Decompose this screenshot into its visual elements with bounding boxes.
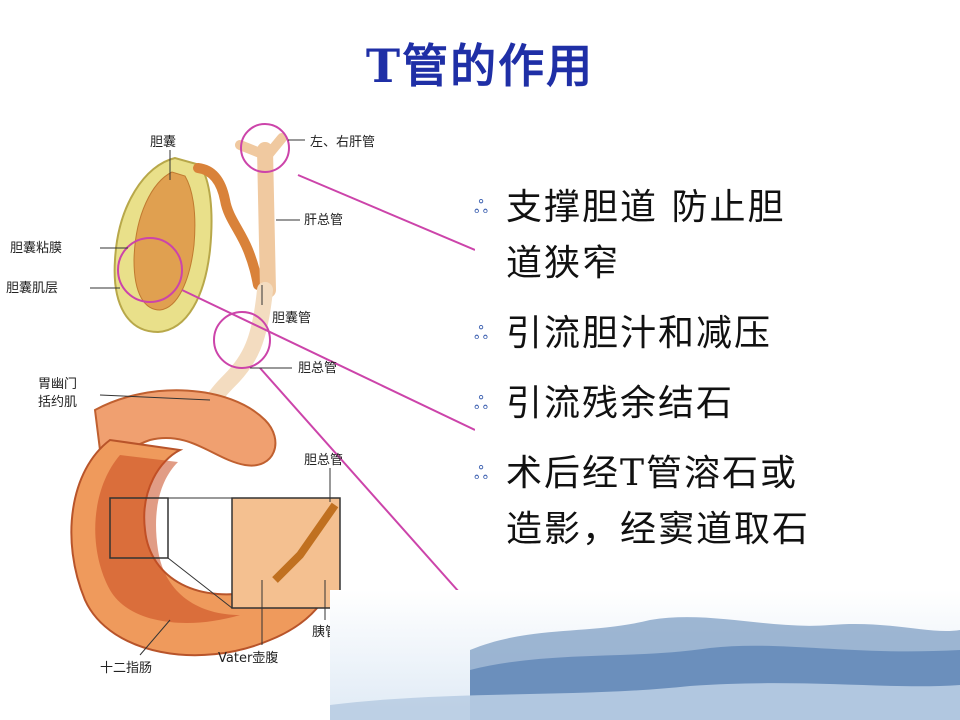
label-pylorus-1: 胃幽门 — [38, 377, 77, 392]
callout-circle-gallbladder — [117, 237, 183, 303]
bullet-text-line: 引流残余结石 — [506, 383, 735, 424]
callout-line-2 — [181, 289, 475, 431]
biliary-anatomy-diagram: 胆囊 左、右肝管 胆囊粘膜 胆囊肌层 肝总管 胆囊管 胆总管 胃幽门 括约肌 胆… — [0, 110, 475, 680]
callout-line-3 — [259, 367, 475, 611]
label-vater: Vater壶腹 — [218, 650, 278, 666]
label-pylorus-2: 括约肌 — [38, 395, 77, 410]
label-gallbladder: 胆囊 — [150, 134, 176, 150]
hepatic-branch-right — [263, 133, 287, 160]
label-hepatic-ducts: 左、右肝管 — [310, 135, 375, 150]
duodenum-small-box — [109, 497, 169, 559]
bullet-text-line: 术后经T管溶石或 — [506, 453, 799, 494]
bullet-swirl-icon: ஃ — [474, 323, 491, 344]
leader-pylorus — [99, 394, 211, 401]
inset-connector-bottom — [167, 557, 233, 609]
label-duodenum: 十二指肠 — [100, 661, 152, 676]
leader-duodenum — [139, 619, 171, 656]
hepatic-branch-left — [235, 140, 270, 160]
vater-inset-box — [231, 497, 341, 609]
callout-circle-hepatic — [240, 123, 290, 173]
bullet-swirl-icon: ஃ — [474, 197, 491, 218]
bullet-text-line: 造影，经窦道取石 — [506, 509, 811, 550]
label-muscle: 胆囊肌层 — [6, 280, 58, 296]
bullet-item: ஃ 支撑胆道 防止胆 道狭窄 — [470, 180, 950, 292]
bullet-swirl-icon: ஃ — [474, 393, 491, 414]
label-common-bile: 胆总管 — [298, 361, 337, 376]
bullet-text-line: 引流胆汁和减压 — [506, 313, 773, 354]
bullet-item: ஃ 引流胆汁和减压 — [470, 306, 950, 362]
bullet-item: ஃ 引流残余结石 — [470, 376, 950, 432]
slide-title: T管的作用 — [365, 39, 595, 93]
bullet-list: ஃ 支撑胆道 防止胆 道狭窄 ஃ 引流胆汁和减压 ஃ 引流残余结石 ஃ 术后经T… — [470, 180, 950, 572]
callout-line-1 — [297, 174, 475, 251]
mountain-scenery — [330, 590, 960, 720]
label-common-hepatic: 肝总管 — [304, 213, 343, 228]
label-cystic-duct: 胆囊管 — [272, 310, 311, 326]
bullet-text-line: 道狭窄 — [506, 243, 621, 284]
common-hepatic-duct-shape — [257, 142, 276, 298]
callout-circle-bile-duct — [213, 311, 271, 369]
duodenum-inner — [95, 455, 240, 623]
label-common-bile-2: 胆总管 — [304, 453, 343, 468]
bullet-text-line: 支撑胆道 防止胆 — [506, 187, 786, 228]
bullet-swirl-icon: ஃ — [474, 463, 491, 484]
inset-duct — [272, 502, 339, 583]
cystic-duct-shape — [193, 163, 263, 290]
label-mucosa: 胆囊粘膜 — [10, 240, 62, 256]
bullet-item: ஃ 术后经T管溶石或 造影，经窦道取石 — [470, 446, 950, 558]
